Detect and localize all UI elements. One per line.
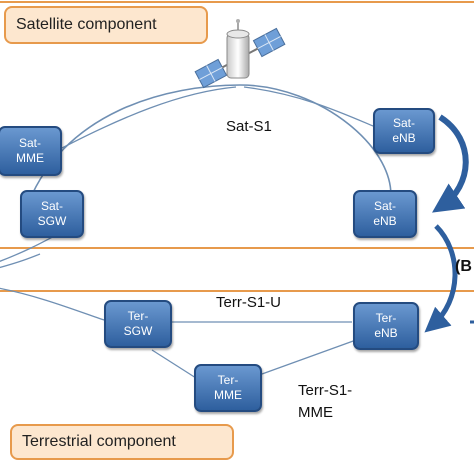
sat-enb-bottom-node[interactable]: Sat- eNB (353, 190, 417, 238)
ter-sgw-mme-link (151, 349, 197, 379)
terr-s1-u-label: Terr-S1-U (216, 294, 282, 311)
sat-sgw-line2: SGW (37, 214, 67, 228)
handover-arrow-bottom (424, 224, 458, 333)
sat-mme-node[interactable]: Sat- MME (0, 126, 62, 176)
satellite-icon (194, 19, 286, 89)
ter-enb-line1: Ter- (375, 311, 397, 325)
sat-mme-line1: Sat- (18, 136, 41, 150)
sat-sgw-line1: Sat- (40, 199, 63, 213)
terr-s1-mme-label-line2: MME (298, 404, 333, 421)
sat-enb-top-line1: Sat- (392, 116, 415, 130)
sat-enb-top-line2: eNB (392, 131, 416, 145)
ter-mme-line2: MME (214, 388, 242, 402)
side-partial-text: (B (455, 258, 472, 275)
sat-s1-label: Sat-S1 (226, 118, 272, 135)
ter-enb-line2: eNB (374, 326, 398, 340)
terr-s1-mme-link (261, 339, 357, 375)
ter-enb-node[interactable]: Ter- eNB (353, 302, 419, 350)
sat-mme-line2: MME (16, 151, 44, 165)
ter-mme-node[interactable]: Ter- MME (194, 364, 262, 412)
ter-sgw-line1: Ter- (127, 309, 149, 323)
handover-arrow-top (432, 114, 469, 213)
terr-s1-mme-label-line1: Terr-S1- (298, 382, 353, 399)
sat-enb-bottom-line2: eNB (373, 214, 397, 228)
sat-enb-bottom-line1: Sat- (373, 199, 396, 213)
ter-sgw-node[interactable]: Ter- SGW (104, 300, 172, 348)
ter-mme-line1: Ter- (217, 373, 239, 387)
sat-sgw-node[interactable]: Sat- SGW (20, 190, 84, 238)
left-feed-link (0, 287, 105, 321)
terrestrial-region-frame (0, 290, 474, 292)
satellite-region-frame (0, 1, 474, 249)
sat-mme-link (61, 86, 237, 149)
sat-enb-top-link (243, 86, 374, 127)
terrestrial-component-label: Terrestrial component (10, 424, 234, 460)
satellite-component-label: Satellite component (4, 6, 208, 44)
sat-enb-top-node[interactable]: Sat- eNB (373, 108, 435, 154)
ter-sgw-line2: SGW (123, 324, 153, 338)
left-feed-link-2 (0, 253, 41, 269)
